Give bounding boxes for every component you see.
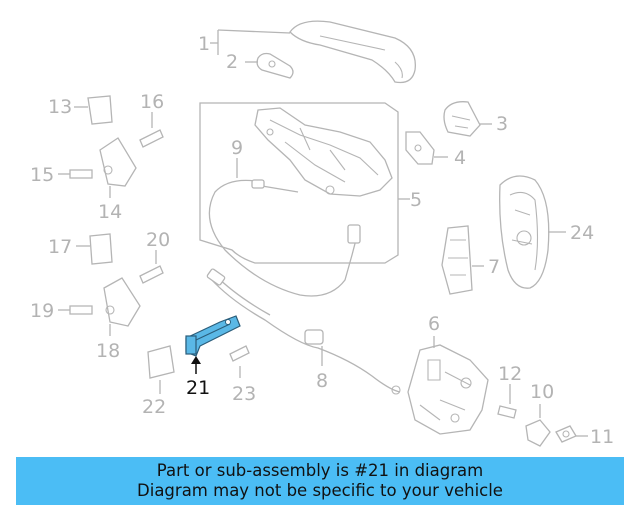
gasket bbox=[405, 131, 448, 165]
part-label-16: 16 bbox=[140, 91, 164, 113]
small-hardware bbox=[497, 384, 588, 447]
part-label-6: 6 bbox=[428, 313, 440, 335]
part-label-10: 10 bbox=[530, 381, 554, 403]
part-label-11: 11 bbox=[590, 426, 614, 448]
info-banner: Part or sub-assembly is #21 in diagram D… bbox=[16, 457, 624, 505]
part-label-22: 22 bbox=[142, 396, 166, 418]
part-label-13: 13 bbox=[48, 96, 72, 118]
part-label-1: 1 bbox=[198, 33, 210, 55]
latch-assembly-frame bbox=[199, 102, 399, 264]
part-label-12: 12 bbox=[498, 363, 522, 385]
handle-cap bbox=[245, 52, 294, 79]
weather-seal bbox=[499, 175, 566, 289]
part-label-21: 21 bbox=[186, 377, 210, 399]
part-label-8: 8 bbox=[316, 370, 328, 392]
lock-cable bbox=[206, 268, 401, 395]
cylinder-cover bbox=[443, 101, 492, 137]
handle-carrier bbox=[254, 107, 393, 197]
part-label-5: 5 bbox=[410, 189, 422, 211]
door-check-strap-highlighted bbox=[185, 315, 241, 374]
latch-housing bbox=[441, 225, 484, 295]
part-label-17: 17 bbox=[48, 236, 72, 258]
part-label-4: 4 bbox=[454, 147, 466, 169]
upper-hinge-group bbox=[58, 95, 164, 198]
release-cable bbox=[208, 158, 361, 297]
bolt bbox=[229, 345, 250, 378]
part-label-20: 20 bbox=[146, 229, 170, 251]
part-label-7: 7 bbox=[488, 256, 500, 278]
part-label-3: 3 bbox=[496, 113, 508, 135]
lower-hinge-group bbox=[58, 233, 164, 336]
part-label-24: 24 bbox=[570, 222, 594, 244]
banner-line-2: Diagram may not be specific to your vehi… bbox=[137, 481, 503, 500]
part-label-15: 15 bbox=[30, 164, 54, 186]
part-label-18: 18 bbox=[96, 340, 120, 362]
door-latch bbox=[407, 336, 489, 435]
part-label-23: 23 bbox=[232, 383, 256, 405]
trim-plate bbox=[147, 345, 175, 394]
part-label-2: 2 bbox=[226, 51, 238, 73]
part-label-9: 9 bbox=[231, 137, 243, 159]
banner-line-1: Part or sub-assembly is #21 in diagram bbox=[156, 461, 484, 480]
part-label-19: 19 bbox=[30, 300, 54, 322]
outer-door-handle bbox=[210, 20, 416, 84]
part-label-14: 14 bbox=[98, 201, 122, 223]
